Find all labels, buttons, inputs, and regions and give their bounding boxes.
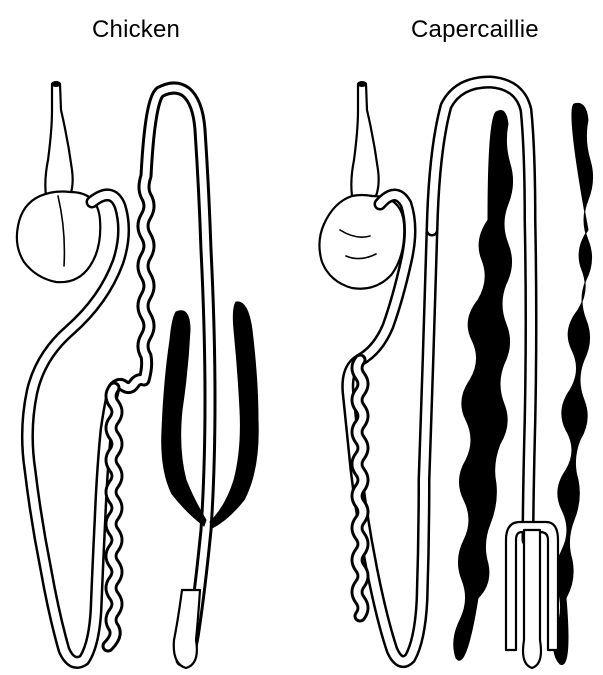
capercaillie-ileum-wavy [357,360,363,616]
capercaillie-caecum-left [454,111,513,661]
capercaillie-gizzard [319,195,404,289]
capercaillie-esophagus-opening [357,81,367,87]
chicken-caecum-right [210,302,258,528]
capercaillie-esophagus [351,84,378,196]
chicken-small-intestine [114,88,210,660]
chicken-digestive-tract [17,81,258,668]
chicken-ileum [108,388,117,646]
chicken-caecum-left [162,311,206,526]
chicken-rectum [174,590,200,668]
capercaillie-caecum-right [554,103,593,664]
capercaillie-digestive-tract [319,81,592,668]
chicken-esophagus-opening [51,81,61,87]
chicken-esophagus [45,84,72,196]
capercaillie-rectum [523,530,541,668]
